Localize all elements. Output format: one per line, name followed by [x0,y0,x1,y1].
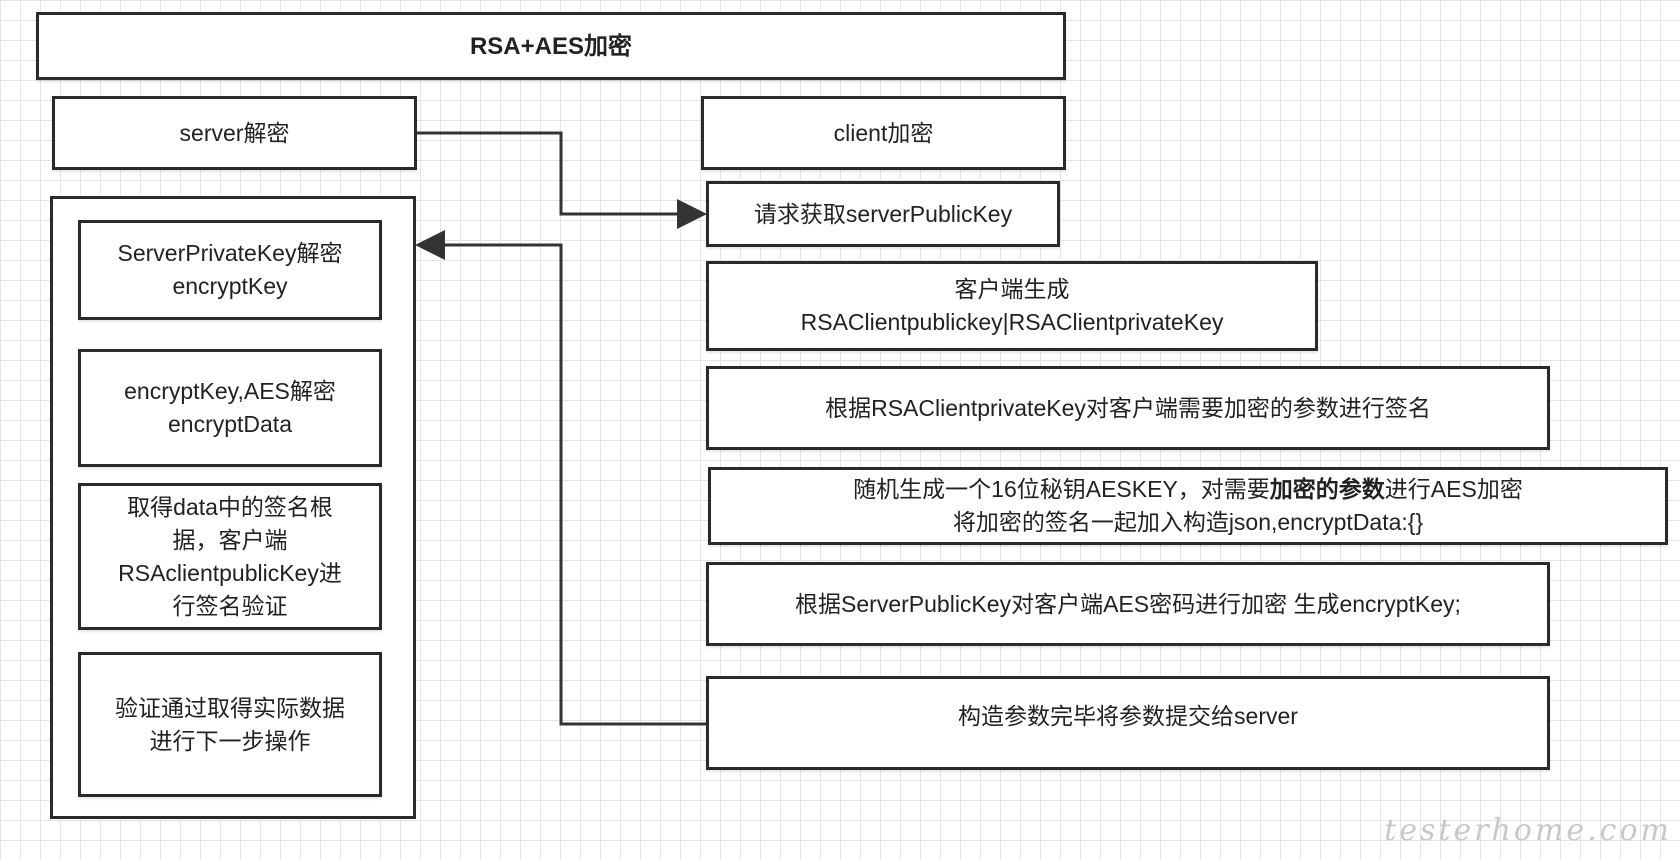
client-step-text-part: 随机生成一个16位秘钥AESKEY，对需要 [853,476,1270,502]
client-step-text: 根据RSAClientprivateKey对客户端需要加密的参数进行签名 [825,394,1431,421]
client-step-generate-rsa-keys: 客户端生成 RSAClientpublickey|RSAClientprivat… [706,261,1318,351]
client-step-encrypt-aes-key: 根据ServerPublicKey对客户端AES密码进行加密 生成encrypt… [706,562,1550,646]
server-step-text: 取得data中的签名根 据，客户端 RSAclientpublicKey进 行签… [118,493,342,619]
client-step-text: 随机生成一个16位秘钥AESKEY，对需要加密的参数进行AES加密将加密的签名一… [853,473,1523,539]
server-step-text: encryptKey,AES解密 encryptData [124,378,336,437]
connector-server-to-request [417,131,707,229]
client-step-text-bold: 加密的参数 [1269,476,1385,502]
server-step-verify-signature: 取得data中的签名根 据，客户端 RSAclientpublicKey进 行签… [78,483,382,630]
client-step-text: 客户端生成 RSAClientpublickey|RSAClientprivat… [800,276,1224,335]
client-step-text-part: 进行AES加密 [1384,476,1523,502]
client-header-text: client加密 [833,119,934,146]
client-step-text-part: 将加密的签名一起加入构造json,encryptData:{} [952,509,1424,535]
client-step-text: 请求获取serverPublicKey [753,200,1013,227]
server-step-get-data: 验证通过取得实际数据 进行下一步操作 [78,652,382,797]
watermark: testerhome.com [1384,813,1672,848]
diagram-title-text: RSA+AES加密 [469,32,633,60]
client-header: client加密 [701,96,1066,170]
server-header: server解密 [52,96,417,170]
connector-submit-to-server [415,230,706,726]
client-step-text: 根据ServerPublicKey对客户端AES密码进行加密 生成encrypt… [795,590,1461,617]
client-step-submit: 构造参数完毕将参数提交给server [706,676,1550,770]
server-step-text: 验证通过取得实际数据 进行下一步操作 [115,694,345,754]
client-step-aes-encrypt: 随机生成一个16位秘钥AESKEY，对需要加密的参数进行AES加密将加密的签名一… [708,467,1668,545]
client-step-text: 构造参数完毕将参数提交给server [958,702,1298,729]
server-step-text: ServerPrivateKey解密 encryptKey [117,240,343,299]
server-header-text: server解密 [179,119,290,146]
diagram-title: RSA+AES加密 [36,12,1066,80]
client-step-request-public-key: 请求获取serverPublicKey [706,181,1060,247]
server-step-decrypt-key: ServerPrivateKey解密 encryptKey [78,220,382,320]
client-step-sign-params: 根据RSAClientprivateKey对客户端需要加密的参数进行签名 [706,366,1550,450]
server-step-aes-decrypt: encryptKey,AES解密 encryptData [78,349,382,467]
